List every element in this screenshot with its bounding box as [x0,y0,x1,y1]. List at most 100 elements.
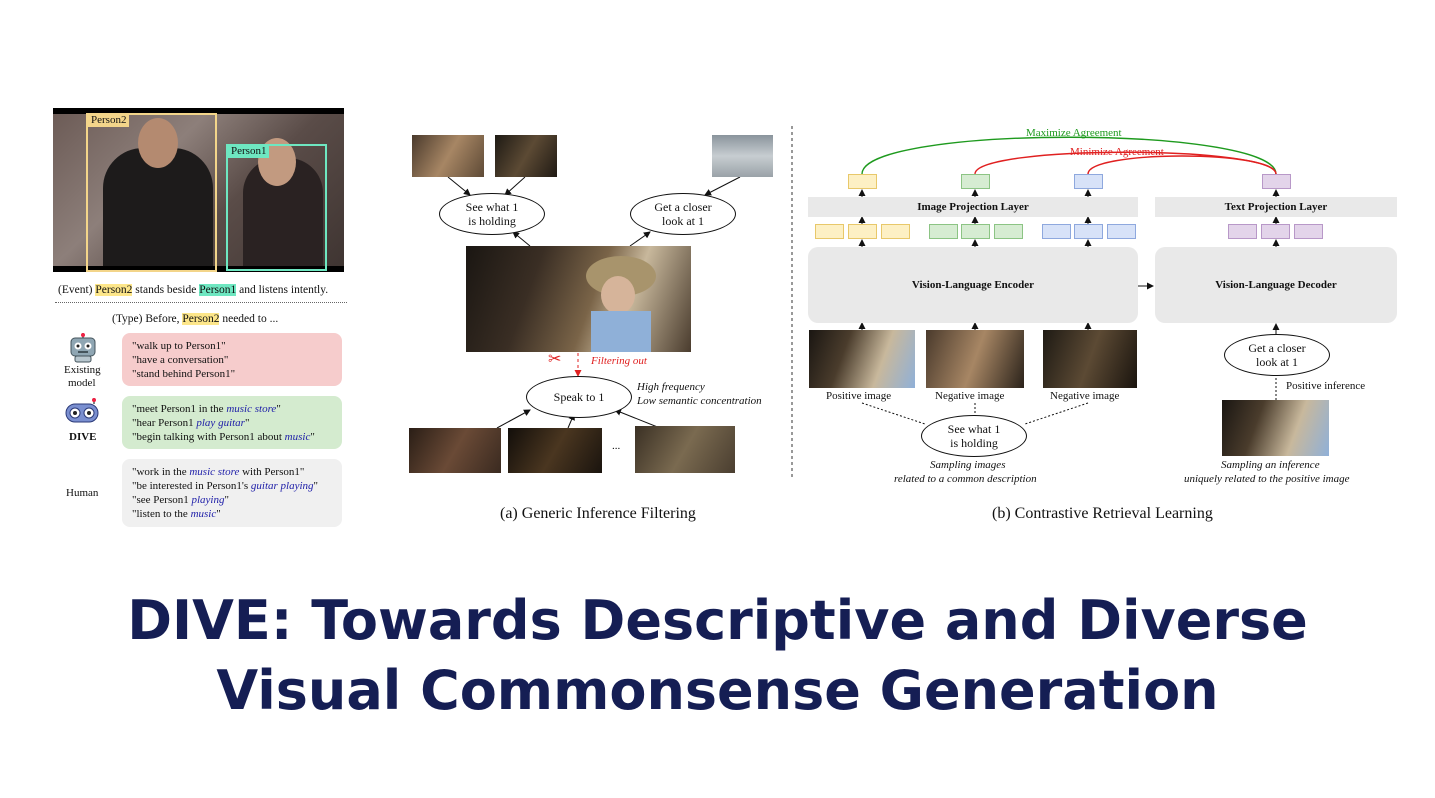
human-l3-post: " [224,494,229,506]
sampling-inference-2: uniquely related to the positive image [1184,473,1350,485]
yellow-token-2 [848,224,877,239]
human-l3-keyword: playing [191,494,225,506]
node-see-a-l2: is holding [468,214,516,228]
node-speak-to-1: Speak to 1 [526,376,632,418]
existing-model-outputs: "walk up to Person1" "have a conversatio… [122,333,342,386]
existing-line-1: "walk up to Person1" [132,340,226,352]
note-low-concentration: Low semantic concentration [637,395,762,407]
human-label: Human [66,487,99,499]
blue-token-2 [1074,224,1103,239]
human-line-3: "see Person1 playing" [132,493,229,507]
event-suffix: and listens intently. [236,284,329,296]
vision-language-decoder: Vision-Language Decoder [1155,247,1397,323]
neg-image-embedding-2 [1074,174,1103,189]
node-closer-b-l1: Get a closer [1248,341,1306,355]
dive-line-2: "hear Person1 play guitar" [132,416,249,430]
existing-label-1: Existing [64,364,101,376]
person2-bounding-box [86,113,217,272]
dive-l1-post: " [276,403,281,415]
yellow-token-3 [881,224,910,239]
thumb-a5 [508,428,602,473]
dive-l1-pre: "meet Person1 in the [132,403,227,415]
dive-outputs: "meet Person1 in the music store" "hear … [122,396,342,449]
existing-label-2: model [68,377,96,389]
node-closer-b-l2: look at 1 [1256,355,1298,369]
negative-image-label-2: Negative image [1050,390,1120,402]
positive-inference-label: Positive inference [1286,380,1366,392]
negative-image-1 [926,330,1024,388]
thumb-a3 [712,135,773,177]
node-see-a-l1: See what 1 [465,200,519,214]
human-l4-pre: "listen to the [132,508,191,520]
event-sentence: (Event) Person2 stands beside Person1 an… [58,283,328,297]
maximize-agreement-label: Maximize Agreement [1026,127,1122,139]
caption-b: (b) Contrastive Retrieval Learning [992,505,1213,522]
scissors-icon: ✂ [548,351,562,368]
event-mid: stands beside [132,284,200,296]
dive-l3-keyword: music [284,431,311,443]
type-prefix: (Type) Before, [112,313,183,325]
purple-token-1 [1228,224,1257,239]
green-token-1 [929,224,958,239]
human-l4-post: " [216,508,221,520]
human-line-1: "work in the music store with Person1" [132,465,304,479]
robot-icon [67,333,99,363]
human-l2-post: " [313,480,319,492]
sampling-images-2: related to a common description [894,473,1037,485]
blue-token-3 [1107,224,1136,239]
positive-image-label: Positive image [826,390,892,402]
thumb-a4 [409,428,501,473]
positive-image-b [1222,400,1329,456]
human-l2-keyword: guitar playing [250,480,314,492]
dive-l3-post: " [310,431,315,443]
dive-l1-keyword: music store [226,403,277,415]
node-see-b-l2: is holding [950,436,998,450]
sampling-images-1: Sampling images [930,459,1006,471]
type-sentence: (Type) Before, Person2 needed to ... [112,312,278,326]
event-prefix: (Event) [58,284,96,296]
event-person2: Person2 [95,284,133,296]
image-projection-layer: Image Projection Layer [808,197,1138,217]
human-outputs: "work in the music store with Person1" "… [122,459,342,527]
text-embedding [1262,174,1291,189]
person1-box-label: Person1 [228,145,270,158]
human-line-2: "be interested in Person1's guitar playi… [132,479,318,493]
human-l1-post: with Person1" [239,466,305,478]
node-closer-a-l1: Get a closer [654,200,712,214]
person2-box-label: Person2 [88,114,130,127]
sampling-inference-1: Sampling an inference [1221,459,1320,471]
event-person1: Person1 [199,284,237,296]
pos-image-embedding [848,174,877,189]
text-projection-layer: Text Projection Layer [1155,197,1397,217]
thumb-a6 [635,426,735,473]
paper-title-line-2: Visual Commonsense Generation [216,659,1219,722]
neg-image-embedding-1 [961,174,990,189]
purple-token-2 [1261,224,1290,239]
filtering-out-label: Filtering out [591,355,647,367]
existing-line-2: "have a conversation" [132,354,229,366]
negative-image-label-1: Negative image [935,390,1005,402]
ellipsis: ... [612,440,621,452]
yellow-token-1 [815,224,844,239]
minimize-agreement-label: Minimize Agreement [1070,146,1164,158]
dive-l2-post: " [244,417,250,429]
node-closer-a-l2: look at 1 [662,214,704,228]
blue-token-1 [1042,224,1071,239]
human-l3-pre: "see Person1 [132,494,192,506]
dive-l2-pre: "hear Person1 [132,417,197,429]
thumb-a1 [412,135,484,177]
thumb-a2 [495,135,557,177]
dive-l2-keyword: play guitar [196,417,245,429]
human-l4-keyword: music [190,508,217,520]
main-image-a [466,246,691,352]
node-speak-label: Speak to 1 [553,390,605,404]
negative-image-2 [1043,330,1137,388]
dotted-divider [55,302,347,303]
human-line-4: "listen to the music" [132,507,221,521]
existing-line-3: "stand behind Person1" [132,368,236,380]
